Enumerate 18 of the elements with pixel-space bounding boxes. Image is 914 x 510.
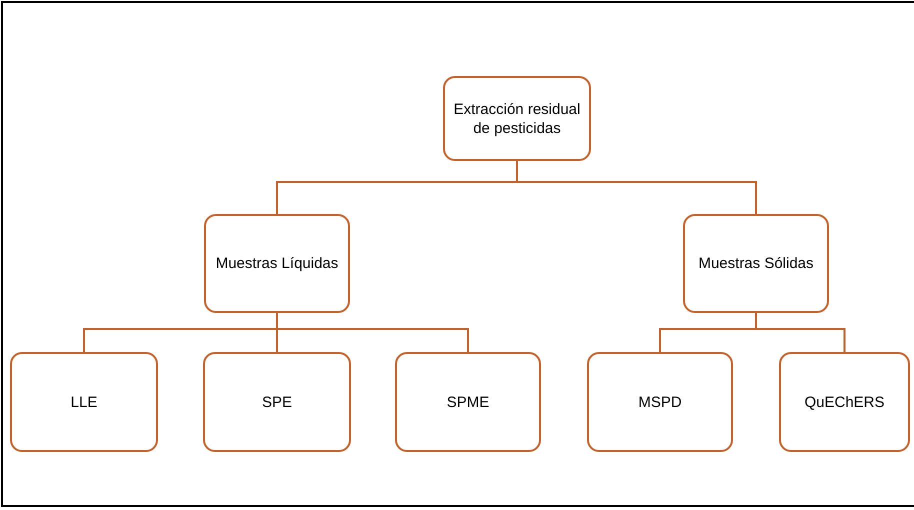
process-box: [443, 76, 591, 161]
process-box: [204, 214, 350, 313]
node-label: Muestras Sólidas: [698, 254, 814, 273]
node-label: Extracción residual de pesticidas: [453, 100, 581, 138]
node-label: Muestras Líquidas: [216, 254, 338, 273]
process-box: [203, 352, 351, 452]
node-label: SPE: [262, 392, 292, 412]
connector-line: [516, 161, 757, 214]
node-label: MSPD: [638, 392, 682, 412]
process-box: [587, 352, 733, 452]
process-box: [779, 352, 910, 452]
process-box: [10, 352, 158, 452]
process-box: [395, 352, 541, 452]
node-label: QuEChERS: [804, 392, 885, 412]
node-label: SPME: [446, 392, 490, 412]
process-box: [683, 214, 829, 313]
connector-line: [755, 313, 846, 352]
node-label: LLE: [70, 392, 98, 412]
